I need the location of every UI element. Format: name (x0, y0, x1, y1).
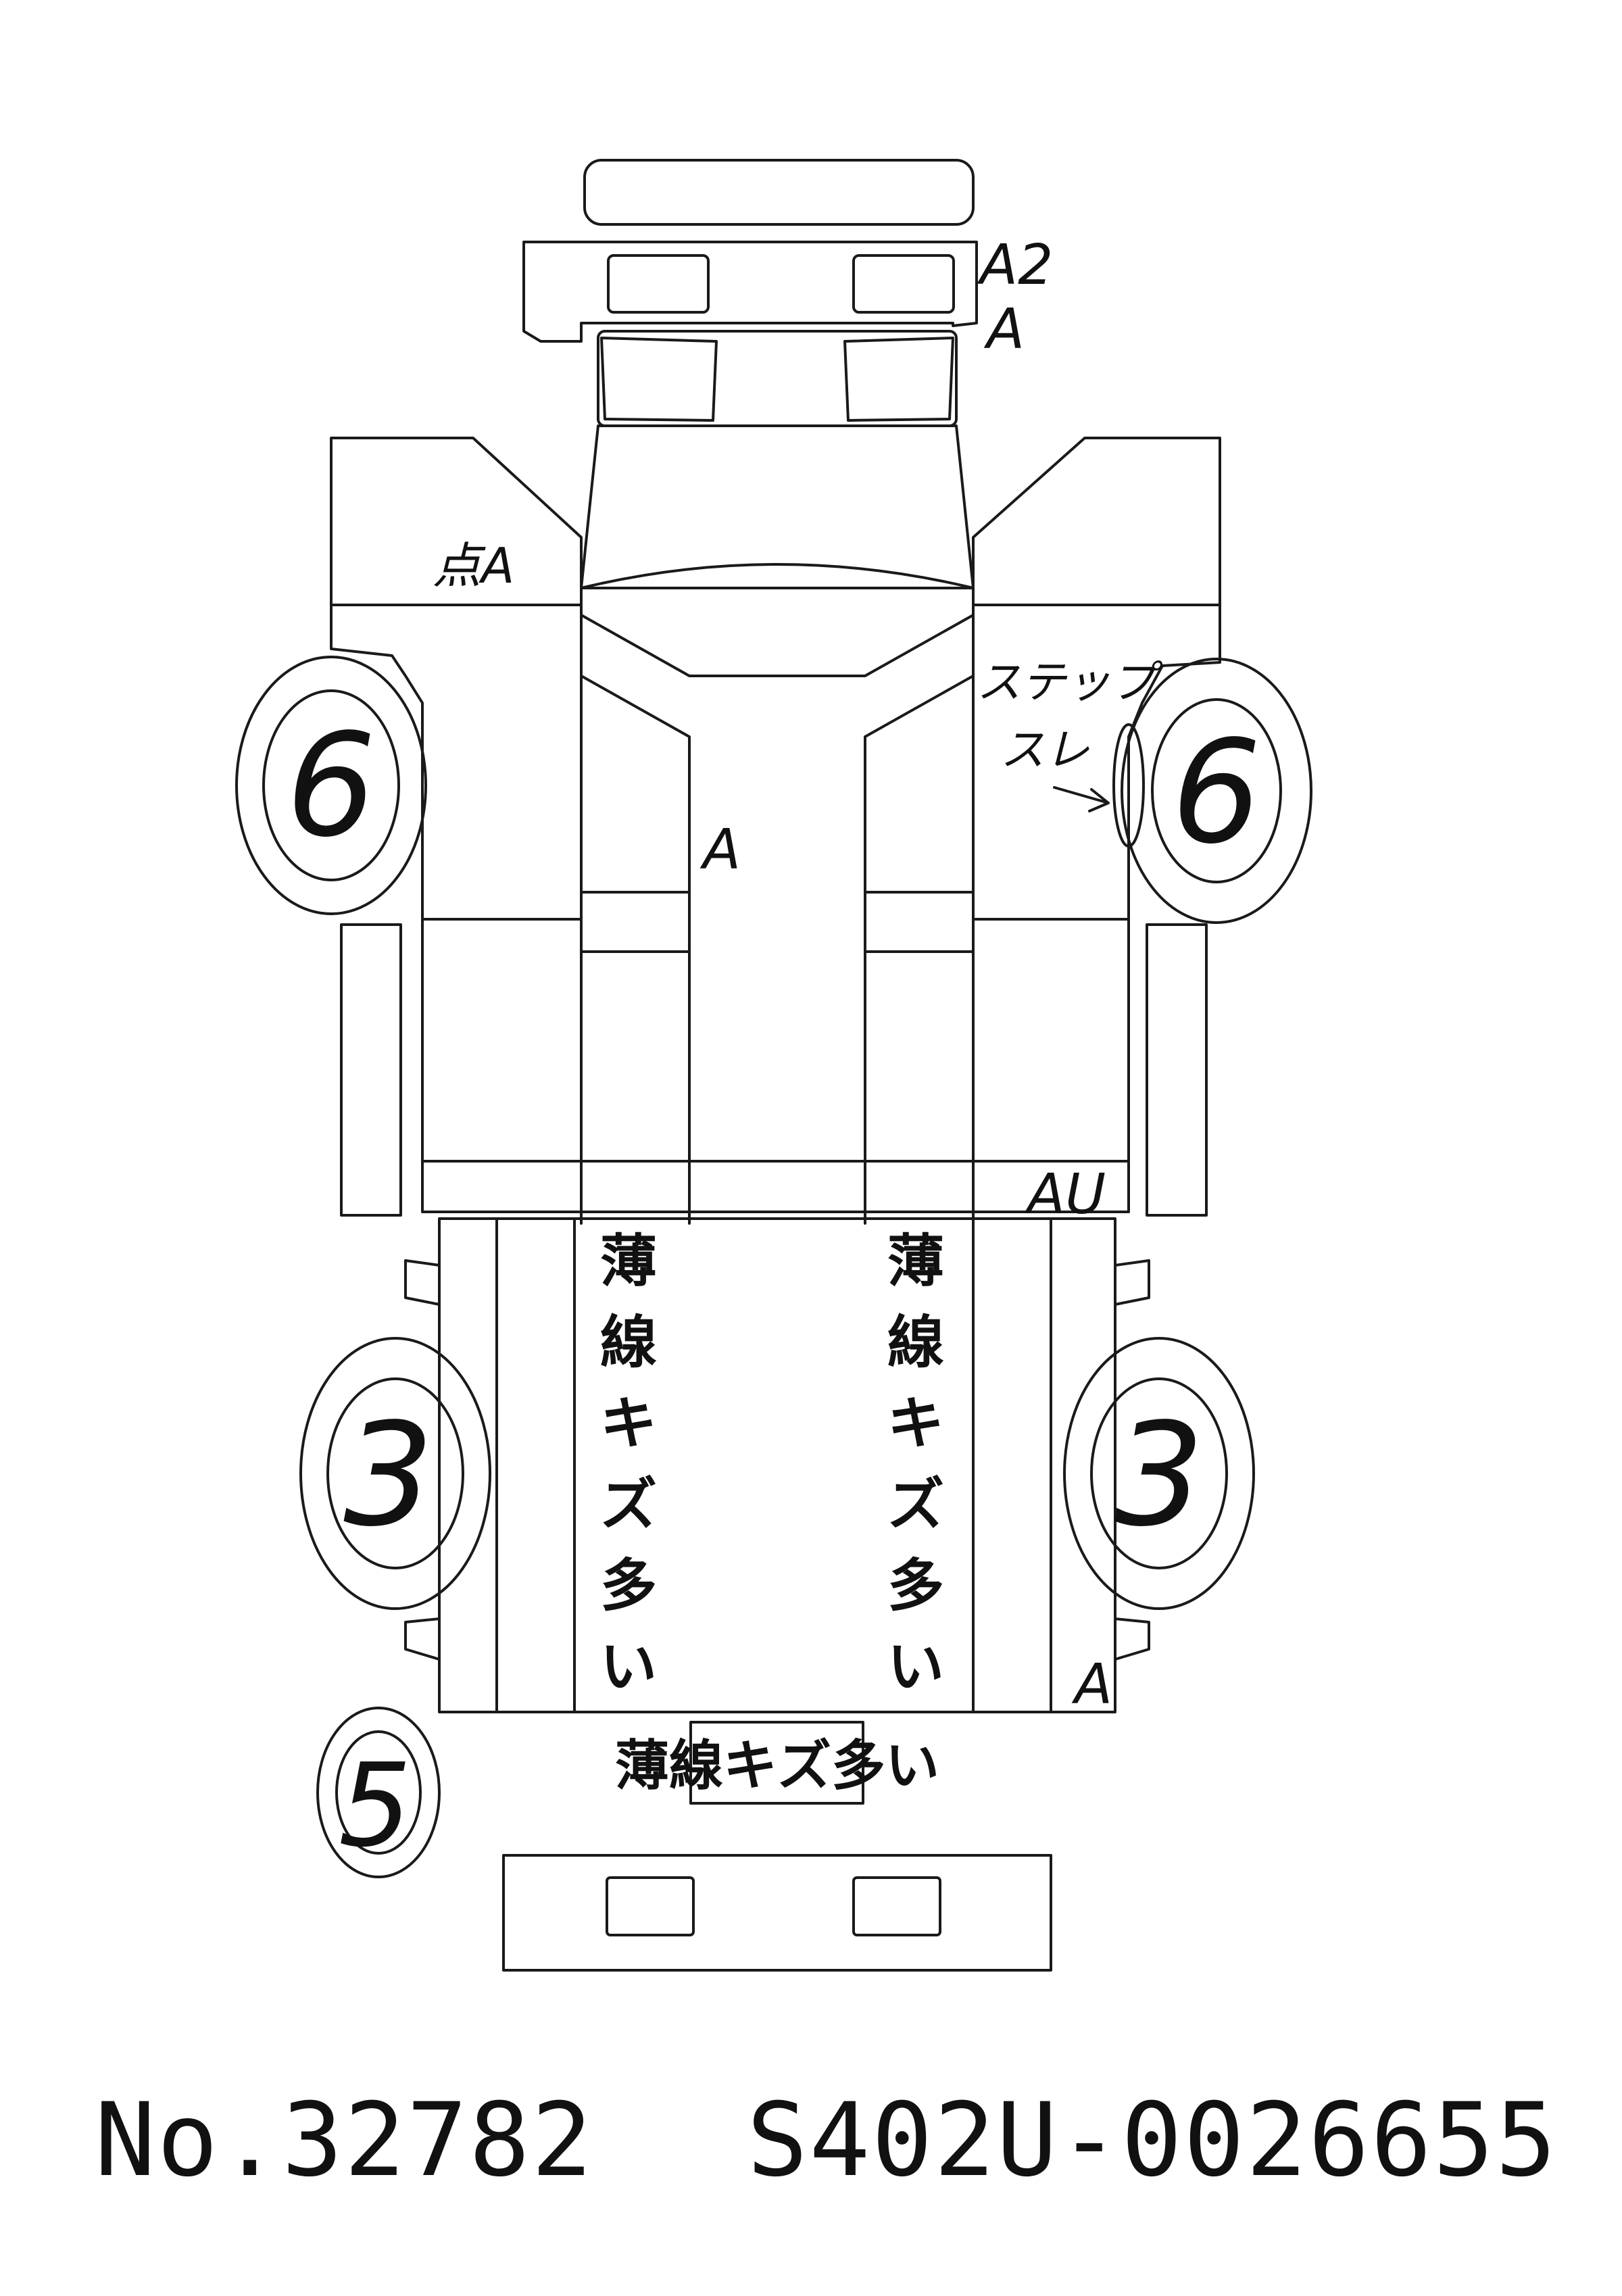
windshield (580, 587, 975, 677)
bed-note-left-char: 薄 (600, 1228, 657, 1294)
front-fender-right (972, 437, 1221, 606)
tire-spare: 5 (316, 1707, 441, 1878)
tire-front-left: 6 (235, 656, 427, 915)
cab-sides (580, 614, 975, 1225)
tire-rear-right-grade: 3 (1114, 1392, 1204, 1558)
bed-note-right: 薄 線 キ ズ 多 い (887, 1228, 944, 1700)
tire-rear-right: 3 (1063, 1337, 1255, 1610)
front-bumper-top (583, 159, 975, 226)
front-fender-left (330, 437, 583, 606)
bed-note-right-char: 多 (887, 1553, 944, 1619)
bed-note-left-char: い (600, 1634, 657, 1700)
bed-note-right-char: 線 (887, 1309, 944, 1375)
annotation-step-line2: スレ (1000, 724, 1089, 776)
rear-flare-left-bottom (404, 1617, 441, 1661)
fog-lamp-right (852, 254, 955, 314)
rear-flare-right-bottom (1114, 1617, 1150, 1661)
bed-note-left-char: 線 (600, 1309, 657, 1375)
hood-curve (580, 563, 975, 589)
bed-note-left: 薄 線 キ ズ 多 い (600, 1228, 657, 1700)
side-step-left (340, 923, 402, 1217)
bed-note-right-char: 薄 (887, 1228, 944, 1294)
headlamp-right (843, 337, 954, 422)
bed-note-right-char: い (887, 1634, 944, 1700)
annotation-left-fender: 点A (433, 537, 514, 594)
a-pillars (580, 675, 975, 1225)
step-scrape-arrow (1053, 786, 1110, 812)
annotation-step-line1: ステップ (977, 656, 1163, 708)
tire-front-right-grade: 6 (1171, 710, 1262, 875)
tire-front-right: 6 (1121, 658, 1312, 924)
bed-note-right-char: キ (887, 1390, 944, 1457)
cab-rear-band (421, 1160, 1130, 1213)
annotation-front-bumper-lower: A (983, 297, 1025, 362)
grille (597, 330, 958, 427)
bed-note-right-char: ズ (887, 1471, 944, 1538)
vehicle-number: No.32782 (95, 2082, 594, 2199)
side-step-right (1146, 923, 1208, 1217)
cargo-bed (438, 1217, 1116, 1713)
annotation-bed-right-rear: A (1071, 1653, 1112, 1717)
tire-rear-left-grade: 3 (343, 1392, 434, 1558)
fog-lamp-left (607, 254, 710, 314)
tailgate-note: 薄線キズ多い (615, 1734, 939, 1797)
chassis-number: S402U-0026655 (747, 2082, 1558, 2199)
rear-bumper (502, 1854, 1052, 1972)
rear-lamp-left (606, 1876, 695, 1936)
headlamp-left (600, 337, 718, 422)
rear-flare-right-top (1114, 1259, 1150, 1306)
tire-front-left-grade: 6 (286, 703, 376, 869)
rear-lamp-right (852, 1876, 941, 1936)
annotation-windshield: A (699, 818, 741, 882)
step-scrape-circle (1112, 723, 1145, 848)
annotation-front-bumper-upper: A2 (977, 233, 1053, 297)
bed-note-left-char: キ (600, 1390, 657, 1457)
annotation-right-rear-corner: AU (1024, 1163, 1106, 1227)
tire-spare-grade: 5 (339, 1739, 412, 1873)
front-bumper (522, 241, 978, 343)
tailgate-box (689, 1721, 864, 1805)
rear-flare-left-top (404, 1259, 441, 1306)
tire-rear-left: 3 (299, 1337, 491, 1610)
bed-note-left-char: ズ (600, 1471, 657, 1538)
bed-note-left-char: 多 (600, 1553, 657, 1619)
